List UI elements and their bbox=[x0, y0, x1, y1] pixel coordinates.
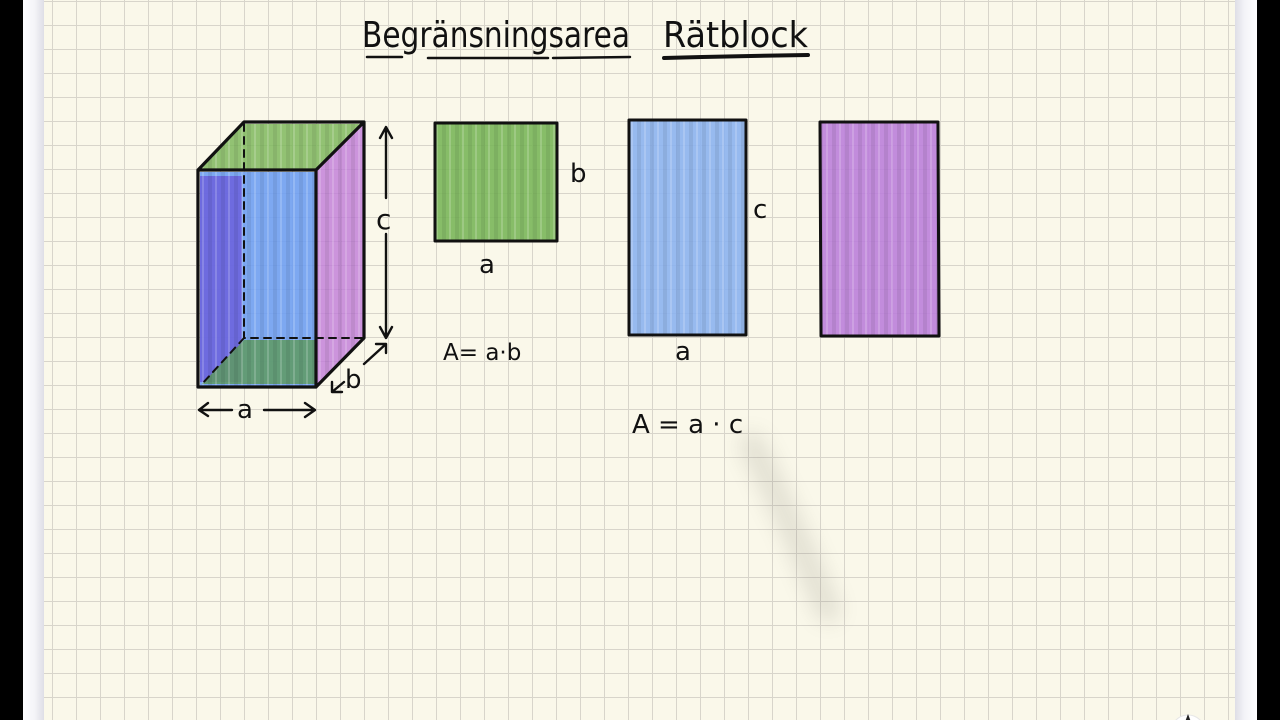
cuboid-label-b: b bbox=[345, 365, 362, 395]
cuboid-label-a: a bbox=[237, 395, 253, 425]
pencil-tip-icon bbox=[1185, 714, 1191, 720]
front-face-rectangle: c a A = a · c bbox=[627, 118, 767, 440]
side-face-rectangle bbox=[818, 120, 941, 338]
title-underline-1 bbox=[365, 55, 632, 60]
right-black-border bbox=[1257, 0, 1280, 720]
pencil-shadow bbox=[739, 432, 841, 623]
floating-tool-button[interactable] bbox=[1171, 714, 1205, 720]
dimension-arrow-c bbox=[378, 125, 394, 340]
top-face-label-b: b bbox=[570, 159, 587, 189]
dimension-arrow-a bbox=[197, 401, 317, 419]
dimension-arrow-b bbox=[330, 342, 388, 394]
cuboid-hidden-edges bbox=[201, 123, 365, 385]
cuboid-edges bbox=[196, 120, 366, 389]
title-underline-2 bbox=[662, 53, 810, 60]
top-face-rectangle: b a A= a·b bbox=[433, 121, 587, 366]
front-face-area-formula: A = a · c bbox=[632, 410, 743, 440]
top-face-label-a: a bbox=[479, 250, 495, 280]
front-face-label-a: a bbox=[675, 337, 691, 367]
title-word-ratblock: Rätblock bbox=[663, 15, 808, 56]
cuboid-drawing: c b a bbox=[196, 120, 394, 425]
page-right-margin bbox=[1235, 0, 1257, 720]
page-left-margin bbox=[23, 0, 44, 720]
top-face-area-formula: A= a·b bbox=[443, 340, 521, 366]
title-word-begransningsarea: Begränsningsarea bbox=[362, 15, 630, 56]
cuboid-label-c: c bbox=[376, 203, 391, 236]
page-title: Begränsningsarea Rätblock bbox=[362, 15, 810, 60]
left-black-border bbox=[0, 0, 23, 720]
side-face-outline bbox=[818, 120, 941, 338]
front-face-label-c: c bbox=[753, 195, 767, 225]
